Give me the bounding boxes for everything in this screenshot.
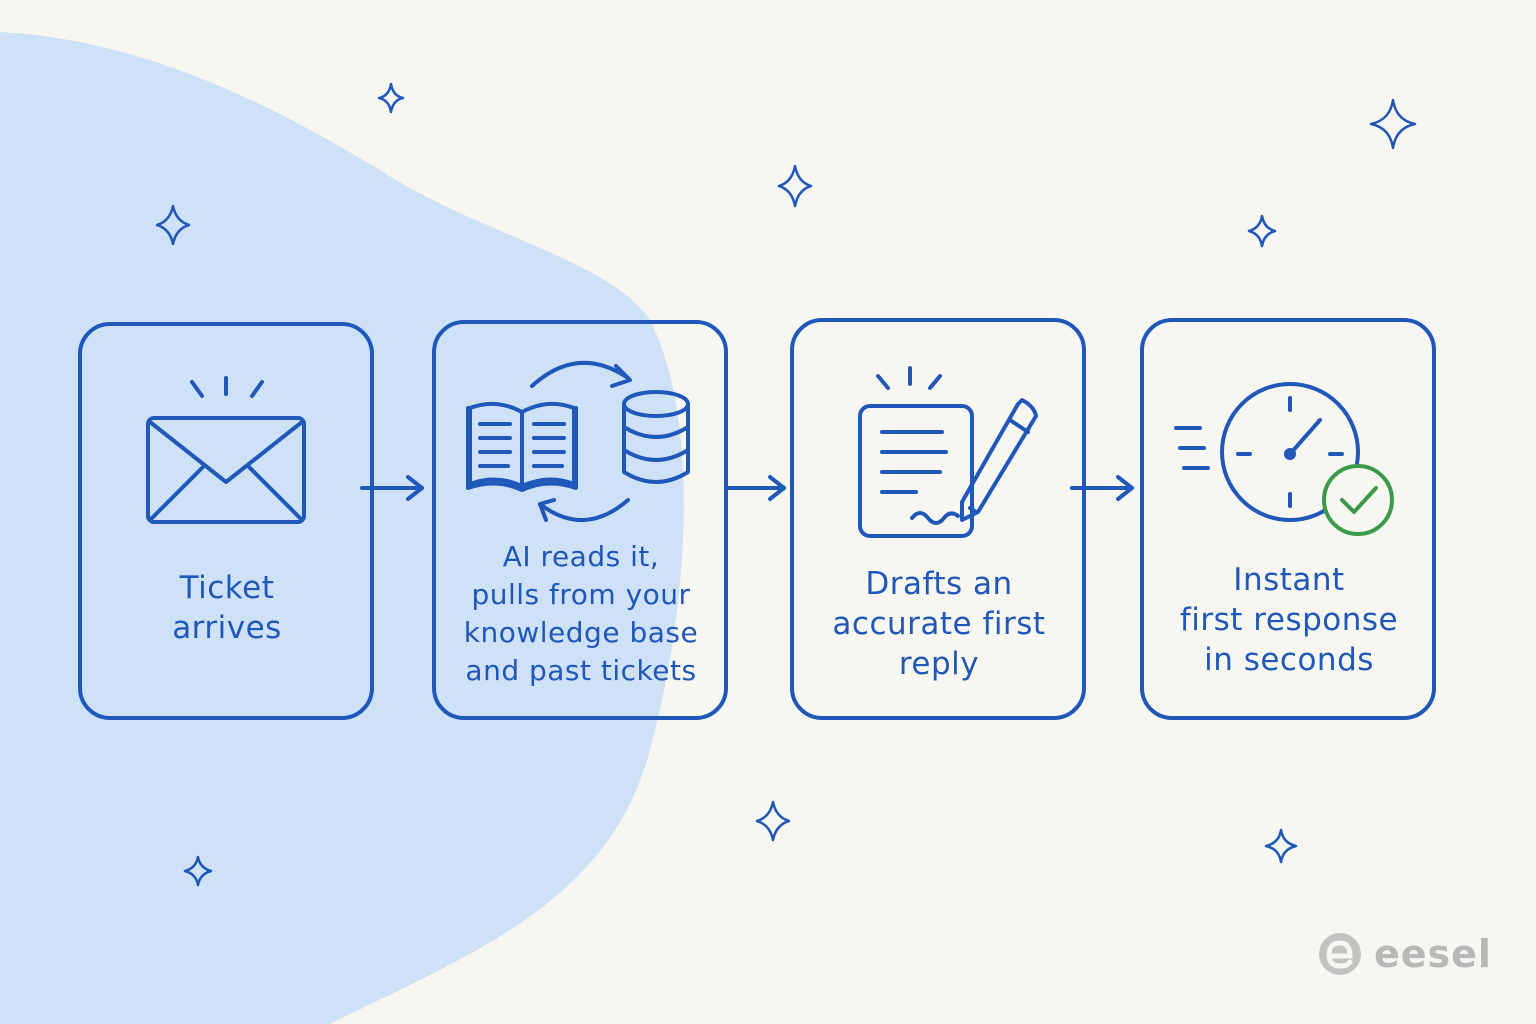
check-badge-icon: [1322, 464, 1394, 536]
clock-check-icon: [1174, 382, 1360, 522]
sparkle-icon: [777, 164, 813, 208]
sparkle-icon: [1369, 98, 1417, 150]
envelope-icon: [146, 376, 306, 524]
brand-logo: eesel: [1316, 930, 1492, 978]
sparkle-icon: [1247, 214, 1277, 248]
step-card-3: [790, 318, 1086, 720]
background-blob: [0, 32, 684, 1024]
step-card-2: [432, 320, 728, 720]
arrow-1-icon: [360, 475, 424, 501]
sparkle-icon: [377, 82, 405, 114]
sparkle-icon: [155, 204, 191, 246]
eesel-logo-icon: [1319, 933, 1361, 975]
step-label-1: Ticket arrives: [172, 570, 282, 646]
arrow-2-icon: [726, 475, 786, 501]
book-database-sync-icon: [466, 360, 690, 523]
brand-name: eesel: [1374, 932, 1492, 976]
step-card-1: [78, 322, 374, 720]
step-label-2: AI reads it, pulls from your knowledge b…: [463, 540, 699, 687]
sparkle-icon: [755, 800, 791, 842]
step-card-4: [1140, 318, 1436, 720]
sparkle-icon: [183, 855, 213, 887]
document-pen-icon: [858, 366, 1038, 538]
arrow-3-icon: [1070, 475, 1134, 501]
step-label-4: Instant first response in seconds: [1179, 562, 1399, 678]
sparkle-icon: [1264, 828, 1298, 864]
step-label-3: Drafts an accurate first reply: [832, 566, 1046, 682]
